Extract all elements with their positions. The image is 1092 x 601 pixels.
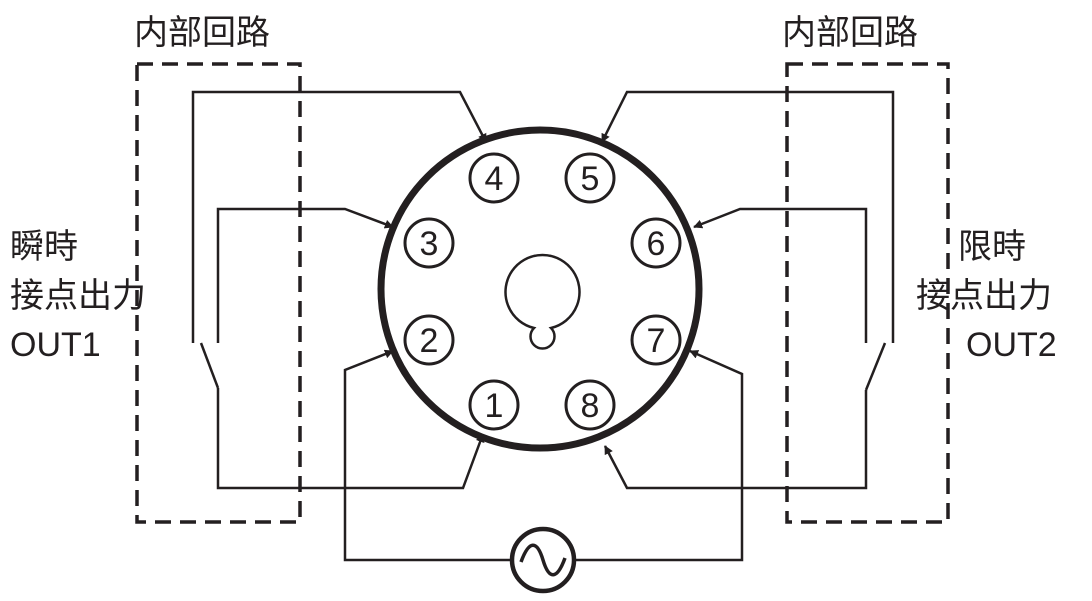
left-label-line3: OUT1 (10, 326, 101, 364)
pin-number: 8 (581, 387, 600, 425)
socket-pins: 1 2 3 4 5 6 7 8 (403, 152, 682, 431)
pin-circle (564, 152, 616, 204)
right-wiring (600, 90, 895, 490)
wire-to-pin-7 (575, 349, 744, 562)
wire-to-pin-6 (693, 207, 868, 343)
wire-to-pin-4 (191, 90, 488, 343)
wire-to-pin-8 (603, 390, 868, 490)
right-label-line2: 接点出力 (916, 276, 1052, 316)
wire-to-pin-3 (216, 207, 394, 343)
pin-8: 8 (564, 379, 616, 431)
pin-circle (403, 314, 455, 366)
pin-circle (468, 152, 520, 204)
wire-to-pin-2 (343, 349, 511, 562)
pin-number: 4 (485, 160, 504, 198)
pin-number: 6 (647, 225, 666, 263)
pin-circle (564, 379, 616, 431)
sine-wave-icon (519, 543, 567, 577)
right-label-line3: OUT2 (966, 326, 1057, 364)
pin-1: 1 (468, 379, 520, 431)
wire-to-pin-1 (216, 388, 485, 490)
pin-number: 3 (420, 225, 439, 263)
left-header: 内部回路 (134, 13, 270, 53)
pin-6: 6 (630, 217, 682, 269)
ac-source-symbol (509, 526, 577, 594)
pin-circle (468, 379, 520, 431)
pin-4: 4 (468, 152, 520, 204)
pin-number: 7 (647, 322, 666, 360)
ac-supply-wiring (343, 349, 744, 562)
pin-2: 2 (403, 314, 455, 366)
pin-circle (403, 217, 455, 269)
pin-number: 1 (485, 387, 504, 425)
right-header: 内部回路 (782, 13, 918, 53)
left-wiring (191, 90, 488, 490)
pin-7: 7 (630, 314, 682, 366)
left-label-line2: 接点出力 (10, 276, 146, 316)
pin-circle (630, 314, 682, 366)
left-label-line1: 瞬時 (10, 227, 78, 267)
pin-5: 5 (564, 152, 616, 204)
pin-number: 2 (420, 322, 439, 360)
pin-circle (630, 217, 682, 269)
right-label-line1: 限時 (958, 227, 1026, 267)
right-internal-circuit-box (785, 62, 950, 524)
pin-3: 3 (403, 217, 455, 269)
pin-number: 5 (581, 160, 600, 198)
wire-to-pin-5 (600, 90, 895, 343)
left-internal-circuit-box (135, 62, 302, 524)
right-switch-blade (864, 342, 887, 391)
center-key-icon (504, 253, 581, 350)
left-switch-blade (199, 342, 220, 389)
